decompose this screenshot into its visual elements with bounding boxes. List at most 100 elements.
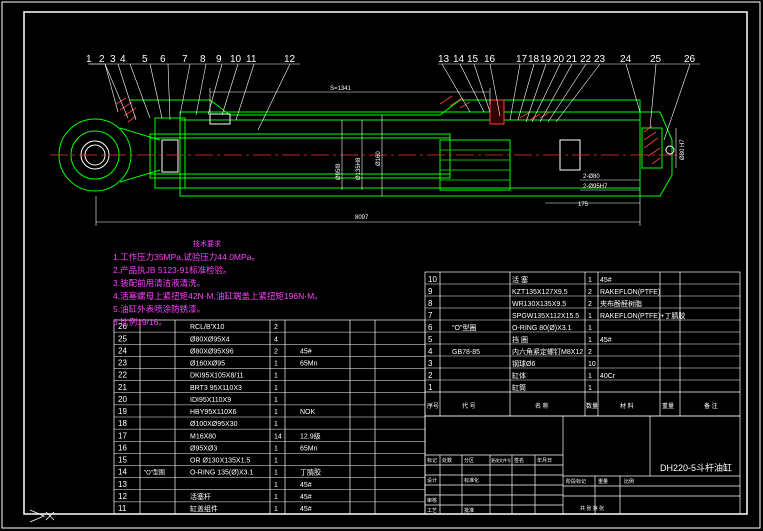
tb-sign: 签名 [514,457,524,464]
part-qty: 14 [274,433,282,440]
leader-lines [88,63,700,141]
part-name: BRT3 95X110X3 [190,385,242,392]
part-name: RCL/B'X10 [190,324,225,331]
part-material: RAKEFLON(PTFE)+丁腈胶 [600,311,685,320]
hdr-name: 名 称 [535,402,549,410]
part-name: Ø160XØ95 [190,361,225,368]
part-no: 1 [428,383,433,392]
note-line-6: 6.比例19/16。 [113,317,167,327]
balloon-22: 22 [580,54,592,65]
part-material: 45# [300,494,312,501]
part-qty: 1 [588,373,592,380]
part-no: 9 [428,287,433,296]
tube-upper-outline [130,99,641,196]
part-material: 45# [300,506,312,513]
part-code: GB78-85 [452,349,480,356]
right-header: 序号 代 号 名 称 数量 材 料 重量 备 注 [425,391,740,410]
part-name: 缸体 [512,371,526,380]
tb-stage: 阶段标记 [566,478,586,485]
ucs-icon [29,509,55,523]
note-line-3: 3.装配前用清洁液清洗。 [113,278,206,288]
part-qty: 1 [588,325,592,332]
part-no: 26 [118,322,127,331]
part-qty: 1 [274,506,278,513]
tb-check: 审核 [427,497,437,504]
balloon-26: 26 [684,54,696,65]
part-name: WR130X135X9.5 [512,301,566,308]
part-no: 18 [118,419,127,428]
balloon-3: 3 [110,54,116,65]
balloon-15: 15 [467,54,479,65]
tb-approve: 批准 [464,507,474,514]
part-qty: 2 [274,348,278,355]
balloon-1: 1 [86,54,92,65]
balloon-5: 5 [142,54,148,65]
part-qty: 4 [274,336,278,343]
part-qty: 2 [588,301,592,308]
tb-sheet: 共 张 第 张 [580,505,604,512]
part-name: Ø95XØ3 [190,445,217,452]
part-qty: 2 [588,349,592,356]
part-no: 16 [118,443,127,452]
part-name: 活 塞 [512,275,528,284]
part-qty: 1 [274,361,278,368]
part-name: M16X80 [190,433,216,440]
part-no: 23 [118,359,127,368]
part-name: 钢球Ø6 [512,359,535,368]
part-qty: 1 [274,445,278,452]
balloon-7: 7 [182,54,188,65]
part-name: 缸盖组件 [190,504,218,513]
drawing-title: DH220-5斗杆油缸 [660,462,732,473]
part-name: 活塞杆 [190,492,211,501]
part-no: 13 [118,480,127,489]
tb-process: 工艺 [427,508,437,514]
part-no: 19 [118,407,127,416]
part-no: 11 [118,504,127,513]
dim-overall: 8097 [355,215,369,221]
part-name: Ø80XØ95X96 [190,348,234,355]
part-no: 24 [118,346,127,355]
part-code: "O"型圈 [452,323,476,332]
part-qty: 1 [588,385,592,392]
hdr-no: 序号 [427,402,439,410]
part-name: DKI95X105X8/11 [190,373,244,380]
part-no: 25 [118,334,127,343]
balloon-19: 19 [540,54,552,65]
balloon-24: 24 [620,54,632,65]
balloon-21: 21 [566,54,578,65]
title-block [424,415,741,515]
part-name: Ø80XØ95X4 [190,336,230,343]
part-material: 12.9级 [300,431,321,440]
balloon-17: 17 [516,54,528,65]
part-qty: 1 [274,470,278,477]
part-material: 丁腈胶 [300,468,321,477]
tb-scale: 比例 [624,478,634,485]
balloon-20: 20 [553,54,565,65]
balloon-2: 2 [99,54,105,65]
hdr-mat: 材 料 [620,402,634,410]
part-qty: 1 [588,277,592,284]
note-line-1: 1.工作压力35MPa,试验压力44.0MPa。 [113,252,260,262]
part-qty: 1 [274,397,278,404]
part-material: 45# [300,348,312,355]
part-qty: 1 [274,494,278,501]
part-no: 22 [118,371,127,380]
balloon-4: 4 [120,54,126,65]
part-no: 17 [118,431,127,440]
part-no: 4 [428,347,433,356]
part-name: 挡 圈 [512,335,528,344]
part-name: SPGW135X112X15.5 [512,313,579,320]
dim-bore: Ø135H8 [356,157,362,180]
gland-cap [439,139,511,191]
balloon-18: 18 [528,54,540,65]
part-no: 7 [428,311,433,320]
tb-weight: 重量 [598,478,608,485]
balloon-14: 14 [453,54,465,65]
note-line-4: 4.活塞螺母上紧扭矩42N·M,油缸端盖上紧扭矩196N·M。 [113,291,323,301]
balloon-labels: 1 2 3 4 5 6 7 8 9 10 11 12 13 14 15 16 1… [86,54,696,65]
technical-notes: 技术要求 1.工作压力35MPa,试验压力44.0MPa。 2.产品执JB 51… [113,238,373,329]
